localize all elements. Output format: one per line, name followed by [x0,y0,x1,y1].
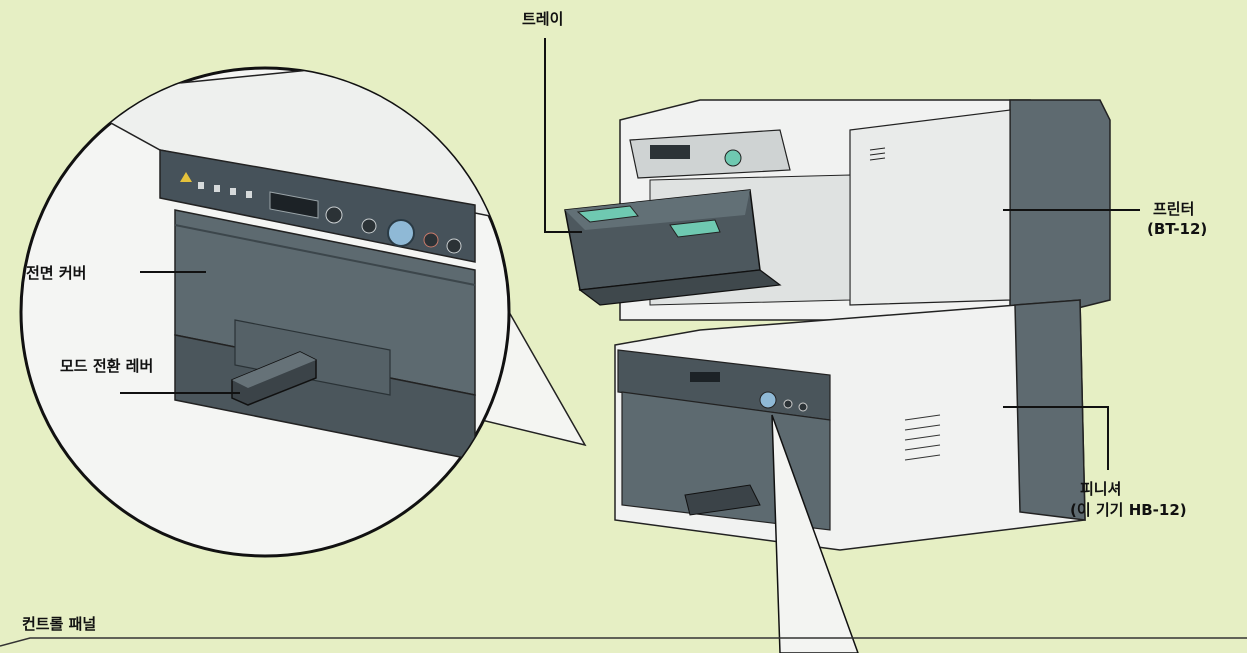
leader-finisher [1003,406,1109,470]
front-cover-label: 전면 커버 [26,264,87,282]
finisher-label-line2: (이 기기 HB-12) [1070,501,1187,519]
finisher-unit [614,299,1086,551]
tray-label: 트레이 [522,10,564,28]
zoom-info-button [325,206,343,224]
zoom-start-button [387,219,415,247]
printer-tray [564,189,782,306]
printer-label-line2: (BT-12) [1147,220,1208,238]
leader-tray [544,38,582,233]
magnifier-circle [19,66,511,558]
printer-control-panel [629,129,791,179]
control-panel-label: 컨트롤 패널 [22,615,97,633]
finisher-label-line1: 피니셔 [1080,480,1122,498]
zoom-mode-lever [231,351,317,406]
printer-label-line1: 프린터 [1153,200,1195,218]
printer-unit [564,99,1111,321]
zoom-display [269,191,319,219]
mode-lever-label: 모드 전환 레버 [60,357,154,375]
control-panel-wedge [771,414,859,653]
